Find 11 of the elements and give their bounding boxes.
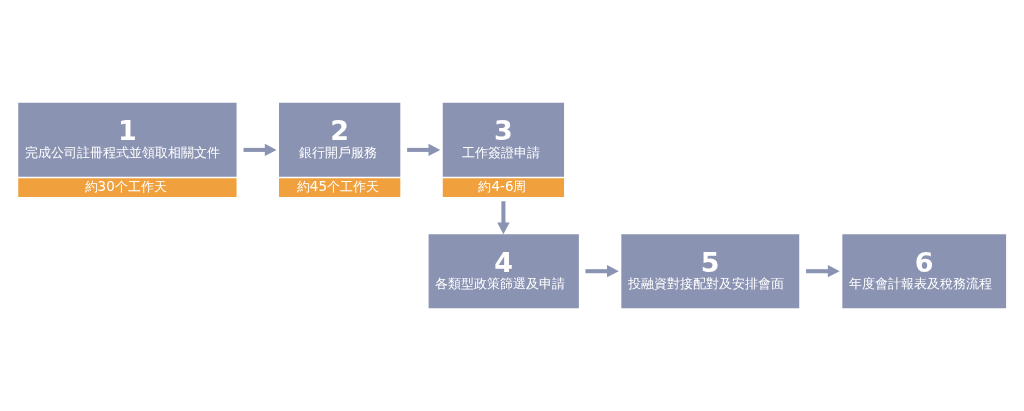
node-label: 約45个工作天 [296, 178, 380, 195]
arrow [806, 265, 840, 278]
node-label: 約4-6周 [478, 178, 527, 195]
arrow [497, 201, 510, 235]
arrow [585, 265, 619, 278]
node-label: 約30个工作天 [84, 178, 167, 195]
arrow [407, 143, 441, 157]
node-box: 5 投融資對接配對及安排會面 [621, 234, 800, 309]
node-box: 6 年度會計報表及稅務流程 [842, 234, 1007, 309]
node-box: 4 各類型政策篩選及申請 [428, 234, 579, 309]
arrow [243, 143, 277, 157]
